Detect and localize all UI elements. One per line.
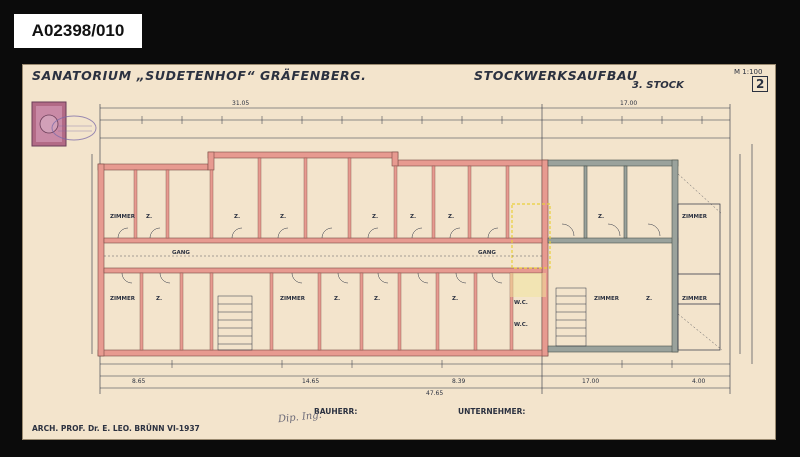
room-label-z: Z.	[374, 296, 381, 302]
room-label-zimmer: ZIMMER	[682, 214, 707, 220]
room-label-z: Z.	[234, 214, 241, 220]
dim-top-right: 17.00	[620, 100, 638, 107]
room-label-z: Z.	[410, 214, 417, 220]
east-wing-outline	[677, 203, 721, 351]
dim-bottom-b: 14.65	[302, 378, 320, 385]
dim-top-left: 31.05	[232, 100, 250, 107]
room-label-z: Z.	[646, 296, 653, 302]
new-walls	[97, 151, 549, 357]
room-label-wc: W.C.	[514, 300, 528, 306]
room-label-z: Z.	[156, 296, 163, 302]
room-label-zimmer: ZIMMER	[110, 214, 135, 220]
architect-line: ARCH. PROF. Dr. E. LEO. BRÜNN VI-1937	[32, 424, 200, 433]
sheet-subtitle: STOCKWERKSAUFBAU	[474, 68, 638, 83]
tax-stamp	[31, 101, 67, 147]
room-label-zimmer: ZIMMER	[110, 296, 135, 302]
room-label-z: Z.	[280, 214, 287, 220]
floor-plan	[31, 101, 753, 394]
dim-bottom-e: 4.00	[692, 378, 706, 385]
archive-label: A02398/010	[14, 14, 142, 48]
dim-bottom-total: 47.65	[426, 390, 444, 397]
room-label-gang: GANG	[478, 250, 496, 256]
room-label-z: Z.	[146, 214, 153, 220]
dim-bottom-c: 8.39	[452, 378, 466, 385]
yellow-area	[510, 273, 546, 297]
room-label-gang: GANG	[172, 250, 190, 256]
drawing-sheet: SANATORIUM „SUDETENHOF“ GRÄFENBERG. STOC…	[22, 64, 776, 440]
room-label-z: Z.	[452, 296, 459, 302]
staircase-left	[217, 295, 253, 351]
room-label-z: Z.	[448, 214, 455, 220]
floor-label: 3. STOCK	[632, 80, 684, 91]
staircase-right	[555, 287, 587, 347]
partition-walls	[133, 157, 514, 351]
room-label-zimmer: ZIMMER	[280, 296, 305, 302]
ink-seal	[51, 115, 97, 141]
bauherr-label: BAUHERR:	[314, 407, 358, 416]
room-label-z: Z.	[334, 296, 341, 302]
dim-bottom-a: 8.65	[132, 378, 146, 385]
unternehmer-label: UNTERNEHMER:	[458, 407, 526, 416]
sheet-number: 2	[752, 76, 769, 92]
hidden-lines	[104, 173, 723, 351]
door-swings	[117, 223, 661, 284]
room-label-zimmer: ZIMMER	[594, 296, 619, 302]
sheet-title: SANATORIUM „SUDETENHOF“ GRÄFENBERG.	[32, 68, 367, 83]
yellow-mark	[511, 203, 551, 269]
room-label-wc: W.C.	[514, 322, 528, 328]
scale-label: M 1:100	[734, 68, 763, 76]
dimension-ticks	[141, 116, 703, 368]
room-label-z: Z.	[598, 214, 605, 220]
room-label-z: Z.	[372, 214, 379, 220]
room-label-zimmer: ZIMMER	[682, 296, 707, 302]
dim-bottom-d: 17.00	[582, 378, 600, 385]
existing-walls	[547, 159, 679, 353]
